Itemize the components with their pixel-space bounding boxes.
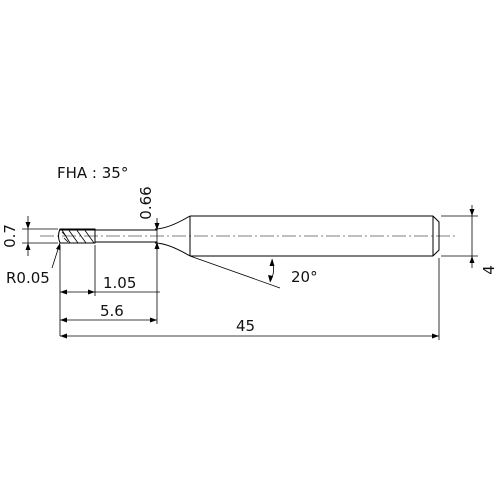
taper-angle-label: 20° [291, 268, 318, 286]
shank [189, 215, 440, 257]
dim-tip-diameter: 0.7 [1, 216, 58, 256]
dim-flute-length: 1.05 [59, 245, 160, 296]
neck [95, 229, 157, 243]
dim-taper-angle: 20° [189, 255, 318, 289]
overall-length-label: 45 [236, 317, 255, 335]
fha-label: FHA : 35° [57, 164, 128, 182]
dim-overall-length: 45 [60, 258, 440, 340]
shank-diameter-label: 4 [480, 265, 498, 275]
dim-neck-diameter: 0.66 [137, 186, 160, 258]
dim-neck-length: 5.6 [59, 258, 158, 336]
flute-length-label: 1.05 [103, 274, 136, 292]
tip-diameter-label: 0.7 [1, 224, 19, 248]
neck-length-label: 5.6 [100, 302, 124, 320]
corner-radius-label: R0.05 [6, 269, 50, 287]
cutting-head [58, 228, 96, 244]
dim-corner-radius: R0.05 [6, 242, 61, 287]
neck-diameter-label: 0.66 [137, 186, 155, 219]
dim-shank-diameter: 4 [441, 205, 498, 275]
